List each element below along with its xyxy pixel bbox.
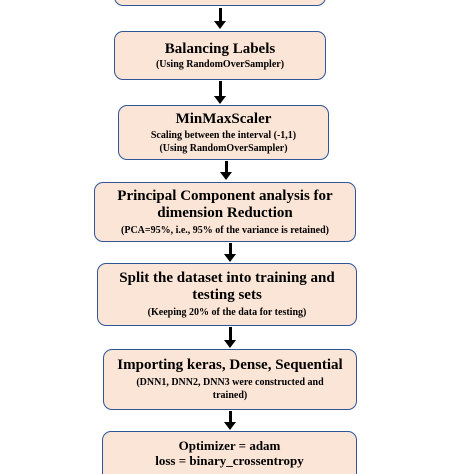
step-detail: Scaling between the interval (-1,1) — [150, 129, 297, 141]
flow-step-importing-keras: Importing keras, Dense, Sequential (DNN1… — [103, 349, 357, 410]
step-detail: (Using RandomOverSampler) — [155, 58, 285, 70]
step-title: Importing keras, Dense, Sequential — [117, 357, 343, 373]
step-detail: (Using RandomOverSampler) — [159, 142, 288, 154]
flow-step-optimizer: Optimizer = adam loss = binary_crossentr… — [102, 431, 357, 474]
step-detail: Optimizer = adam — [178, 438, 281, 453]
flow-arrow-2 — [214, 81, 226, 105]
flow-arrow-5 — [224, 327, 236, 349]
flow-arrow-6 — [224, 411, 236, 431]
step-title: Balancing Labels — [164, 40, 276, 57]
step-title: Split the dataset into training and test… — [119, 270, 335, 303]
flow-arrow-3 — [220, 161, 232, 181]
step-detail: loss = binary_crossentropy — [155, 453, 304, 468]
step-detail: (PCA=95%, i.e., 95% of the variance is r… — [121, 224, 329, 236]
step-title: Principal Component analysis for dimensi… — [117, 187, 333, 221]
flow-step-previous — [114, 0, 326, 6]
flow-arrow-1 — [214, 8, 226, 30]
flow-step-split-dataset: Split the dataset into training and test… — [97, 263, 357, 326]
flow-step-balancing-labels: Balancing Labels (Using RandomOverSample… — [114, 31, 326, 80]
flow-arrow-4 — [224, 243, 236, 263]
flow-step-pca: Principal Component analysis for dimensi… — [94, 182, 356, 242]
step-detail: (Keeping 20% of the data for testing) — [147, 307, 307, 318]
step-detail: (DNN1, DNN2, DNN3 were constructed and t… — [136, 377, 324, 401]
step-title: MinMaxScaler — [175, 110, 272, 127]
flow-step-minmaxscaler: MinMaxScaler Scaling between the interva… — [118, 105, 329, 160]
